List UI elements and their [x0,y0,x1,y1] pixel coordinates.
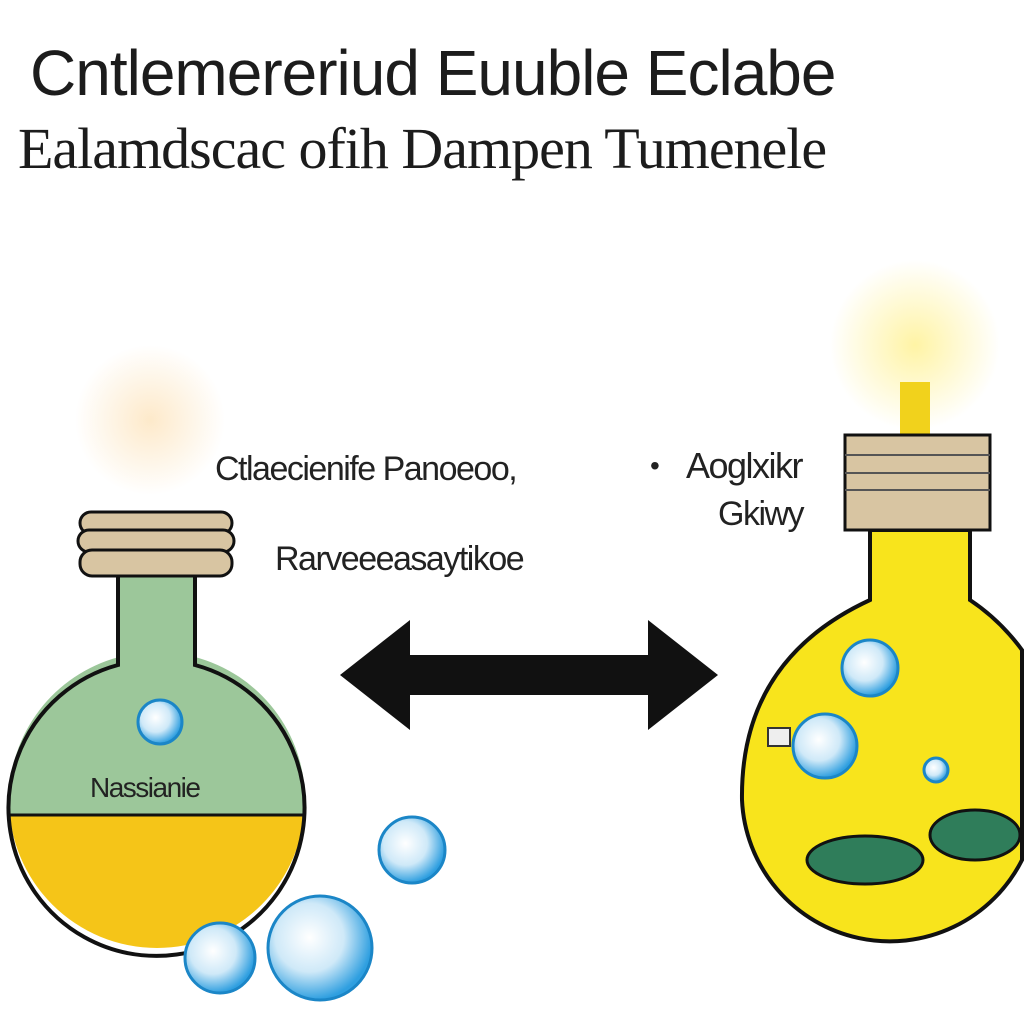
double-arrow-icon [340,620,718,730]
label-middle: Rarveeeasaytikoe [275,540,525,578]
bulb-cap-icon [843,433,992,532]
bubble-icon [377,815,447,885]
label-top-left: Ctlaecienife Panoeoo, [215,450,518,488]
bubble-icon [136,698,184,746]
bubble-icon [183,921,257,995]
right-bulb [739,382,1024,944]
title-line-1: Cntlemereriud Euuble Eclabe [30,37,836,109]
left-glow [75,345,225,495]
title-line-2: Ealamdscac ofih Dampen Tumenele [18,116,827,181]
bubble-icon [266,894,374,1002]
label-top-right-2: Gkiwy [718,495,805,533]
label-top-right-1: Aoglxikr [686,445,804,486]
bubble-icon [840,638,900,698]
bullet-icon: • [650,450,660,481]
flask-label: Nassianie [90,772,201,803]
right-glow [830,260,1000,430]
bubble-icon [791,712,859,780]
bubble-icon [922,756,950,784]
flask-cork-icon [76,510,236,578]
bubbles [136,638,950,1002]
